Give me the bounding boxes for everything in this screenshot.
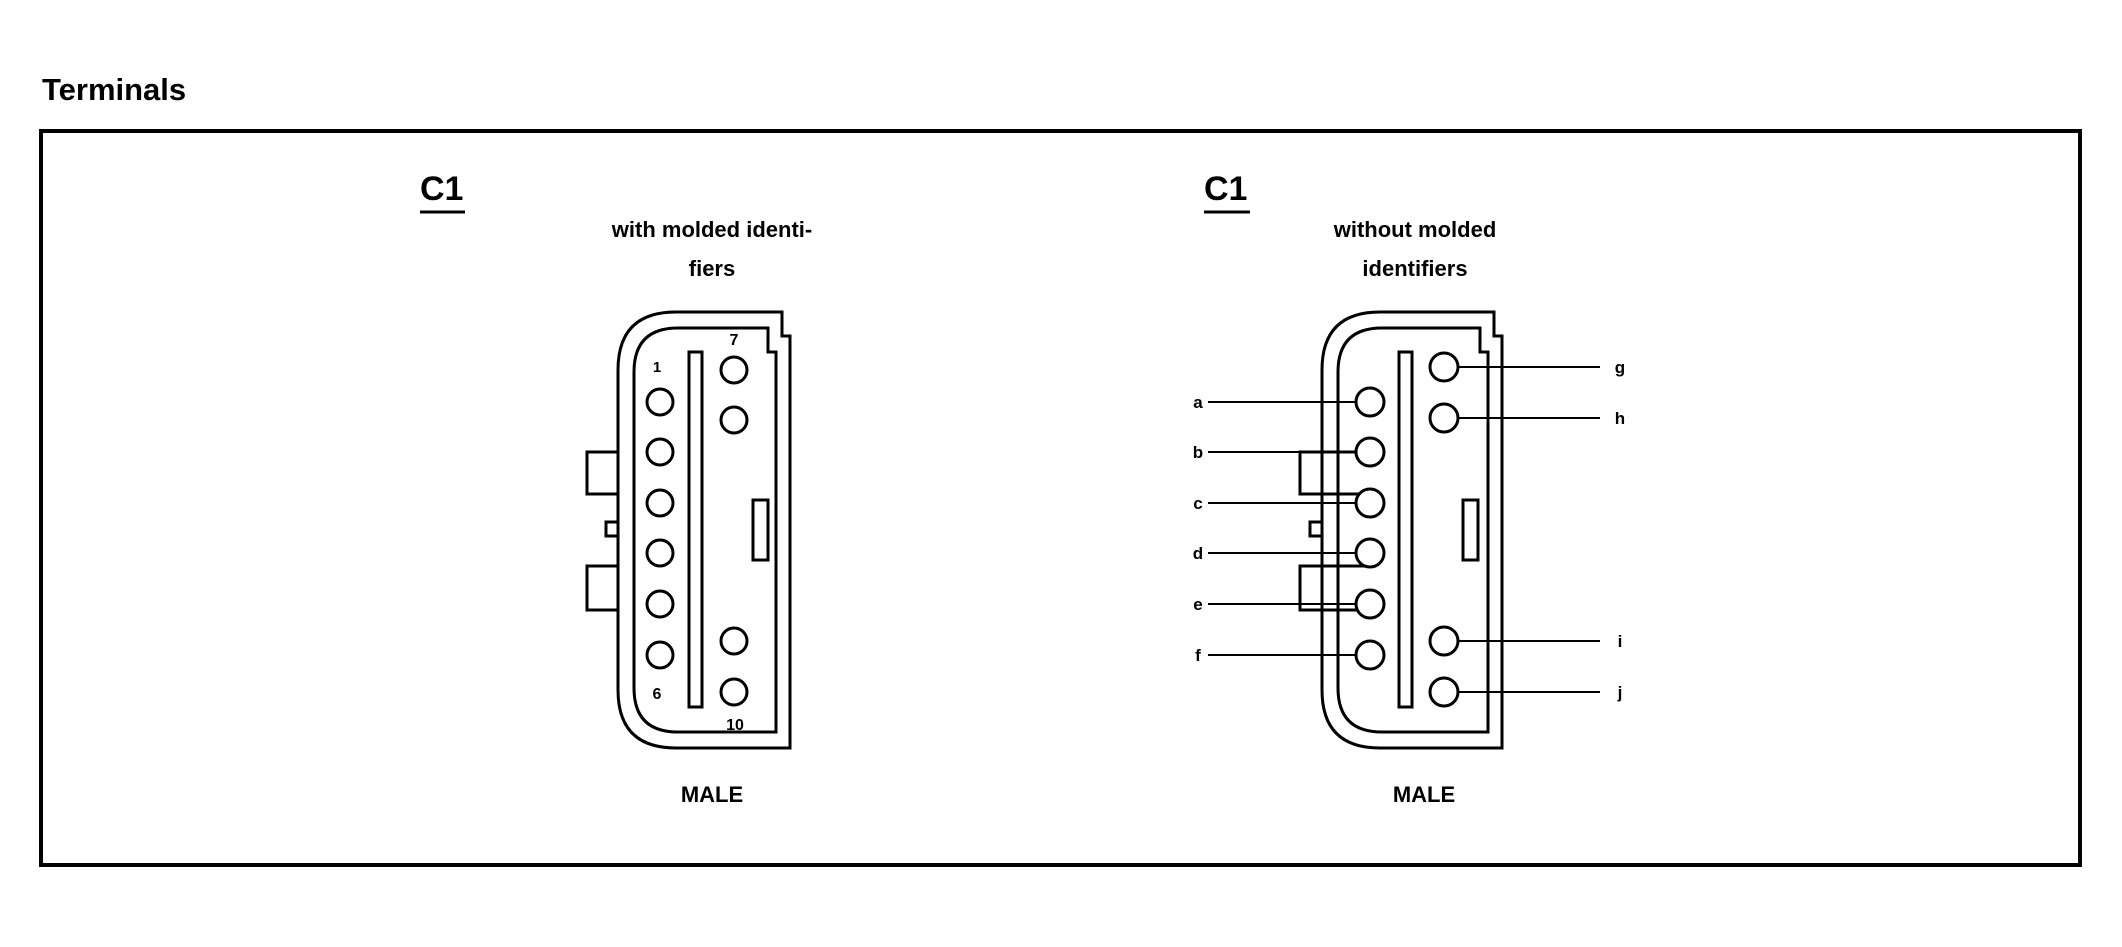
left-pin-5 [645, 589, 675, 619]
right-caption-line1: without molded [1333, 217, 1497, 242]
left-pin-6 [645, 640, 675, 670]
right-view: C1 without molded identifiers [1193, 170, 1625, 807]
left-pin-7 [719, 355, 749, 385]
left-connector-body [585, 310, 792, 750]
left-pin-3 [645, 488, 675, 518]
left-pin-4 [645, 538, 675, 568]
right-connector-body [1298, 310, 1504, 750]
left-pin-number-1: 1 [653, 359, 661, 376]
left-caption-line1: with molded identi- [611, 217, 812, 242]
left-pin-8 [719, 405, 749, 435]
left-pins [645, 355, 749, 707]
right-pin-d [1354, 537, 1386, 569]
terminal-label-h: h [1615, 409, 1625, 428]
terminal-label-b: b [1193, 443, 1203, 462]
right-pin-e [1354, 588, 1386, 620]
right-pin-b [1354, 436, 1386, 468]
left-view: C1 with molded identi- fiers 1 6 [420, 170, 812, 807]
terminal-label-f: f [1195, 646, 1201, 665]
terminal-label-i: i [1618, 632, 1623, 651]
left-pin-10 [719, 677, 749, 707]
right-gender-label: MALE [1393, 782, 1455, 807]
right-leader-lines [1208, 366, 1600, 693]
left-caption-line2: fiers [689, 256, 735, 281]
right-pin-h [1428, 402, 1460, 434]
left-connector-id: C1 [420, 170, 463, 208]
left-gender-label: MALE [681, 782, 743, 807]
left-pin-1 [645, 387, 675, 417]
right-pin-f [1354, 639, 1386, 671]
page-title: Terminals [42, 72, 187, 107]
right-terminal-labels: a b c d e f g h i j [1193, 358, 1625, 702]
terminal-label-c: c [1193, 494, 1202, 513]
terminal-label-e: e [1193, 595, 1202, 614]
left-pin-number-10: 10 [726, 717, 744, 734]
terminal-label-j: j [1617, 683, 1623, 702]
left-pin-9 [719, 626, 749, 656]
right-connector-id: C1 [1204, 170, 1247, 208]
right-pin-a [1354, 386, 1386, 418]
left-pin-number-7: 7 [730, 332, 739, 349]
left-pin-2 [645, 437, 675, 467]
diagram-frame [39, 129, 2082, 867]
right-pins [1354, 351, 1460, 708]
right-pin-i [1428, 625, 1460, 657]
right-caption-line2: identifiers [1362, 256, 1467, 281]
terminal-label-a: a [1193, 393, 1203, 412]
right-pin-g [1428, 351, 1460, 383]
left-pin-number-6: 6 [653, 686, 662, 703]
right-pin-c [1354, 487, 1386, 519]
right-pin-j [1428, 676, 1460, 708]
terminal-label-d: d [1193, 544, 1203, 563]
terminal-label-g: g [1615, 358, 1625, 377]
